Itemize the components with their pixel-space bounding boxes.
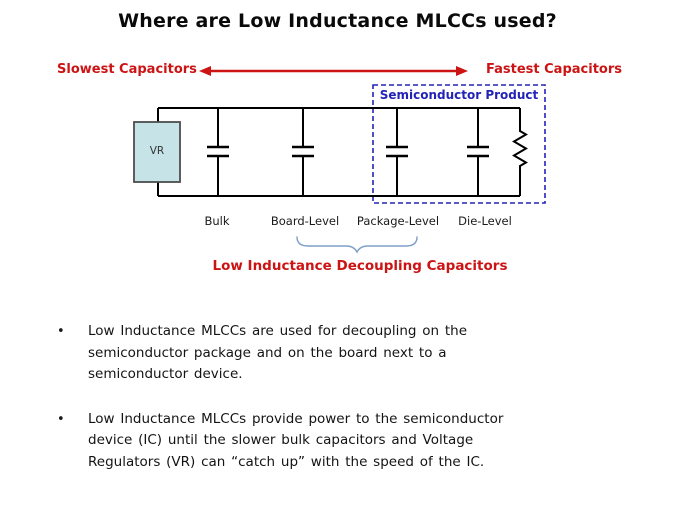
brace-caption: Low Inductance Decoupling Capacitors [212,258,508,274]
capacitor-package-level [386,108,408,196]
bullet-text-1: Low Inductance MLCCs are used for decoup… [88,323,468,382]
bullet-item-1: • Low Inductance MLCCs are used for deco… [57,321,647,386]
vr-label: VR [149,145,165,157]
low-inductance-brace [296,236,418,254]
capacitor-board-level [292,108,314,196]
speed-arrow [199,66,468,76]
capacitor-label-bulk: Bulk [204,214,230,228]
slowest-capacitors-label: Slowest Capacitors [57,62,197,77]
bullet-item-2: • Low Inductance MLCCs provide power to … [57,409,647,474]
capacitor-label-die-level: Die-Level [458,214,512,228]
bullet-text-2: Low Inductance MLCCs provide power to th… [88,410,504,470]
bullet-list: • Low Inductance MLCCs are used for deco… [57,321,647,473]
capacitor-die-level [467,108,489,196]
capacitor-bulk [207,108,229,196]
fastest-capacitors-label: Fastest Capacitors [486,62,622,77]
circuit-wires [157,107,520,197]
capacitor-label-package-level: Package-Level [356,214,440,228]
bullet-glyph: • [57,411,65,427]
semiconductor-product-box [372,84,546,204]
page-title: Where are Low Inductance MLCCs used? [118,10,557,32]
bullet-glyph: • [57,324,65,339]
die-resistor [512,108,528,196]
semiconductor-product-label: Semiconductor Product [379,88,539,102]
capacitor-label-board-level: Board-Level [270,214,340,228]
